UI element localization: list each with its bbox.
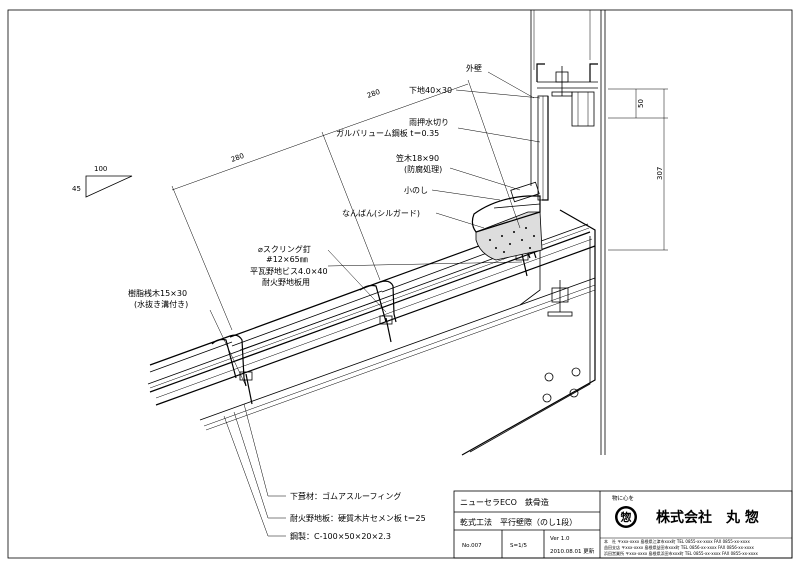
steel-channel-top (536, 63, 598, 97)
dim-vertical-307: 307 (656, 167, 664, 180)
label-fireproof-board: 耐火野地板：硬質木片セメン板 t＝25 (290, 513, 426, 523)
company-motto: 物に心を (612, 494, 634, 502)
company-address-3: 浜田営業所 〒xxx-xxxx 島根県浜田市xxx町 TEL 0855-xx-x… (604, 550, 759, 556)
label-konoshi: 小のし (404, 186, 428, 195)
label-outer-wall: 外壁 (466, 63, 482, 73)
title-version: Ver 1.0 (550, 536, 570, 542)
label-steel: 鋼製：C-100×50×20×2.3 (290, 531, 391, 541)
company-name: 株式会社 丸 惣 (656, 509, 759, 526)
company-address-1: 本 社 〒xxx-xxxx 島根県江津市xxx町 TEL 0855-xx-xxx… (604, 538, 751, 544)
slope-indicator (85, 175, 133, 198)
title-product: ニューセラECO 鉄骨造 (460, 497, 549, 507)
label-screw-nail-size: #12×65㎜ (266, 255, 308, 264)
label-batten-note: (水抜き溝付き) (134, 299, 188, 309)
konoshi-ridge-tile (471, 195, 541, 233)
dim-tile-length-1: 280 (230, 152, 245, 164)
label-underlay: 下葺材：ゴムアスルーフィング (290, 491, 401, 501)
steel-beam (461, 209, 596, 456)
steel-purlin-lines (199, 277, 596, 431)
company-logo-char: 惣 (621, 510, 632, 524)
label-batten: 樹脂桟木15×30 (128, 288, 187, 298)
title-scale: S=1/5 (510, 543, 527, 549)
dim-vertical-50: 50 (637, 99, 645, 108)
nanban-mortar (475, 211, 543, 261)
leader-lines (209, 71, 541, 537)
title-number: No.007 (462, 543, 482, 549)
label-flashing: 雨押水切り (409, 117, 449, 127)
dimension-lines (171, 79, 668, 331)
company-logo: 惣 (615, 506, 637, 528)
title-drawing-name: 乾式工法 平行壁際（のし1段） (460, 517, 577, 527)
dim-slope-run: 100 (94, 165, 107, 173)
label-nanban: なんばん(シルガード) (342, 208, 420, 218)
label-flashing-material: ガルバリューム鋼板 t＝0.35 (336, 128, 439, 138)
label-screw-nail: ⌀スクリング釘 (258, 244, 311, 254)
base-battens (537, 91, 595, 201)
label-kasagi-note: (防腐処理) (404, 164, 442, 174)
dim-tile-length-2: 280 (366, 88, 381, 100)
label-tile-screw-note: 耐火野地板用 (262, 277, 310, 287)
company-address-2: 益田支店 〒xxx-xxxx 島根県益田市xxx町 TEL 0856-xx-xx… (604, 544, 755, 550)
drawing-frame (7, 9, 793, 559)
kasagi-board (510, 181, 540, 203)
outer-wall (530, 10, 606, 455)
title-date: 2010.08.01 更新 (550, 547, 595, 555)
title-block (453, 490, 793, 559)
label-kasagi: 笠木18×90 (396, 153, 439, 163)
label-base: 下地40×30 (409, 85, 452, 95)
label-tile-screw: 平瓦野地ビス4.0×40 (250, 266, 328, 276)
dim-slope-rise: 45 (72, 185, 81, 193)
